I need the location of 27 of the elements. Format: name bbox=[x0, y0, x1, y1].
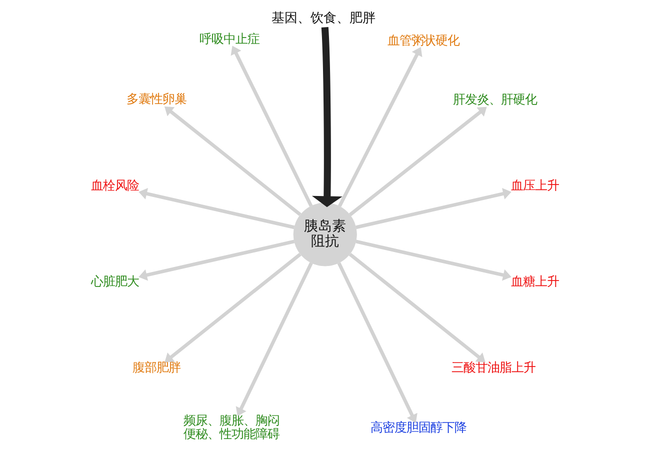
node-text: 高密度胆固醇下降 bbox=[370, 420, 466, 434]
arrow bbox=[138, 240, 295, 281]
arrow bbox=[312, 27, 342, 208]
arrow bbox=[230, 46, 313, 207]
node-text: 腹部肥胖 bbox=[132, 360, 181, 375]
node-text: 血管粥状硬化 bbox=[388, 34, 460, 48]
arrow bbox=[138, 188, 295, 230]
node-text: 心脏肥大 bbox=[91, 274, 140, 288]
arrow bbox=[338, 47, 422, 207]
arrow bbox=[337, 262, 418, 423]
node-text: 多囊性卵巢 bbox=[126, 92, 187, 106]
node-text: 基因、饮食、肥胖 bbox=[272, 11, 376, 26]
arrow bbox=[356, 188, 512, 230]
arrow bbox=[348, 252, 486, 362]
node-text: 血糖上升 bbox=[510, 274, 559, 288]
arrow bbox=[356, 240, 512, 281]
node-text: 频尿、腹胀、胸闷便秘、性功能障碍 bbox=[184, 414, 280, 442]
node-text: 三酸甘油脂上升 bbox=[451, 360, 536, 375]
node-text: 肝发炎、肝硬化 bbox=[452, 92, 537, 107]
node-text: 血压上升 bbox=[510, 178, 559, 193]
arrow bbox=[348, 106, 487, 216]
arrow bbox=[164, 252, 302, 362]
arrow bbox=[236, 262, 313, 416]
node-text: 血栓风险 bbox=[91, 178, 140, 193]
node-circle: 胰岛素阻抗 bbox=[293, 202, 357, 266]
arrow bbox=[164, 106, 302, 216]
node-text: 呼吸中止症 bbox=[200, 32, 260, 46]
